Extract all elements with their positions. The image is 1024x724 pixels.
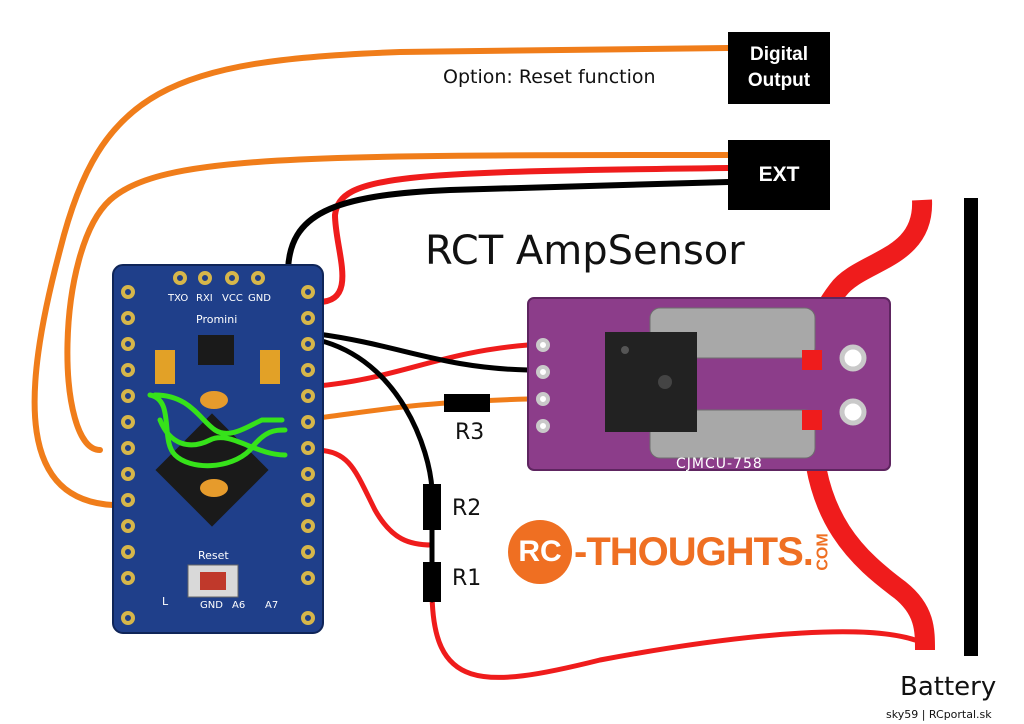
board-name: Promini bbox=[196, 313, 238, 326]
logo-rc-badge: RC bbox=[508, 520, 572, 584]
top-pin-holes bbox=[173, 271, 265, 285]
black-wire-resistor-chain bbox=[315, 337, 435, 603]
diagram-title: RCT AmpSensor bbox=[425, 228, 745, 274]
top-pin-label-gnd: GND bbox=[248, 293, 271, 304]
arduino-pro-mini bbox=[112, 264, 324, 634]
reset-button-cap bbox=[200, 572, 226, 590]
option-note: Option: Reset function bbox=[443, 66, 656, 88]
ext-box: EXT bbox=[728, 140, 830, 210]
top-pin-label-rxi: RXI bbox=[196, 293, 213, 304]
sensor-model-label: CJMCU-758 bbox=[676, 456, 763, 472]
black-wire-gnd bbox=[315, 331, 531, 373]
sensor-ic bbox=[605, 332, 697, 432]
bottom-pin-label-a7: A7 bbox=[265, 600, 279, 611]
terminal-hole-top bbox=[839, 344, 867, 372]
tantalum-cap-right bbox=[260, 350, 280, 384]
red-wire-battery-positive bbox=[429, 587, 918, 680]
left-pin-holes bbox=[121, 285, 135, 625]
ceramic-cap-top bbox=[200, 391, 228, 409]
red-wire-a2 bbox=[315, 447, 435, 548]
ext-label: EXT bbox=[758, 163, 800, 186]
terminal-hole-bottom bbox=[839, 398, 867, 426]
green-jumper-wires bbox=[147, 392, 288, 469]
digital-output-label-line2: Output bbox=[747, 70, 811, 91]
credit-text: sky59 | RCportal.sk bbox=[886, 708, 992, 721]
red-wire-ext bbox=[315, 165, 731, 305]
sensor-pin-holes bbox=[536, 338, 550, 433]
current-sensor-board bbox=[527, 297, 891, 471]
resistor-r3 bbox=[444, 394, 490, 412]
orange-wire-reset bbox=[31, 45, 731, 508]
bottom-pin-label-a6: A6 bbox=[232, 600, 246, 611]
logo-com-text: COM bbox=[814, 533, 832, 571]
orange-wire-ext bbox=[64, 152, 731, 453]
digital-output-label-line1: Digital bbox=[749, 44, 809, 65]
resistor-r2 bbox=[423, 484, 441, 530]
voltage-regulator bbox=[198, 335, 234, 365]
reset-label: Reset bbox=[198, 549, 229, 562]
right-pin-holes bbox=[301, 285, 315, 625]
top-pin-label-txo: TXO bbox=[168, 293, 189, 304]
resistor-r2-label: R2 bbox=[452, 496, 482, 521]
sensor-ic-hole bbox=[658, 375, 672, 389]
orange-wire-out bbox=[315, 396, 531, 421]
tantalum-cap-left bbox=[155, 350, 175, 384]
sensor-ic-dot bbox=[621, 346, 629, 354]
top-pin-label-vcc: VCC bbox=[222, 293, 243, 304]
led-label: L bbox=[162, 595, 169, 608]
battery-negative-bar bbox=[964, 198, 978, 656]
logo-thoughts-text: -THOUGHTS. bbox=[574, 529, 814, 574]
battery-lead-bottom bbox=[802, 419, 935, 651]
resistor-r3-label: R3 bbox=[455, 420, 485, 445]
black-wire-ext bbox=[285, 179, 731, 273]
ceramic-cap-bottom bbox=[200, 479, 228, 497]
red-wire-vcc bbox=[315, 342, 531, 389]
digital-output-box: Digital Output bbox=[728, 32, 830, 104]
battery-label: Battery bbox=[900, 672, 997, 702]
resistor-r1 bbox=[423, 562, 441, 602]
logo-rc-text: RC bbox=[518, 535, 562, 568]
resistor-r1-label: R1 bbox=[452, 566, 482, 591]
bottom-pin-label-gnd: GND bbox=[200, 600, 223, 611]
rc-thoughts-logo: RC -THOUGHTS. COM bbox=[508, 520, 842, 584]
